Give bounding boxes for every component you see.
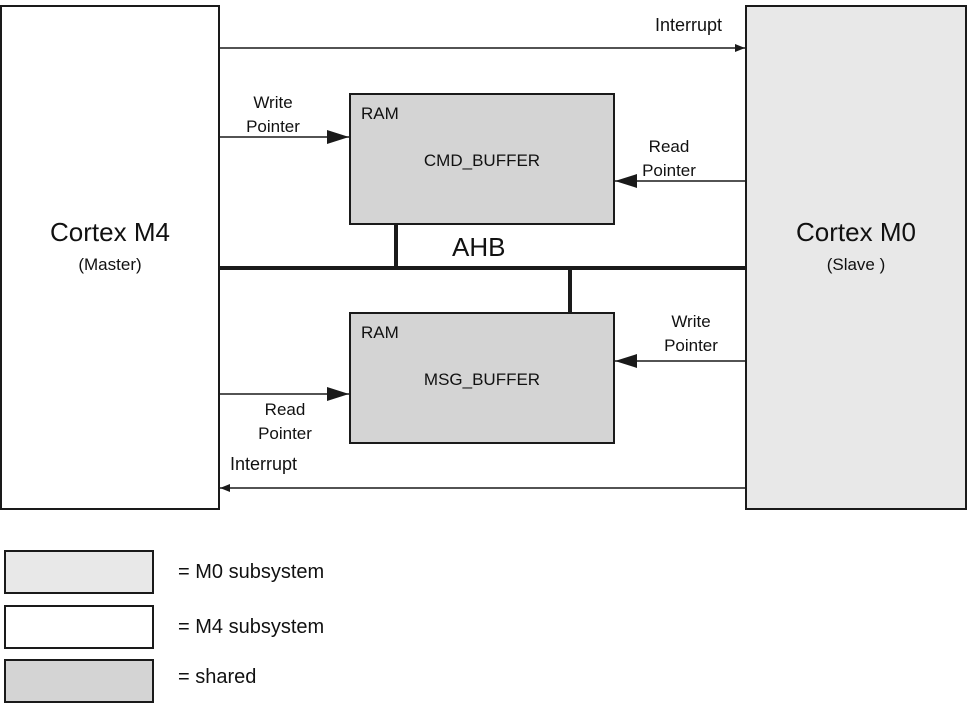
m0-write-pointer-label-1: Write xyxy=(671,312,711,331)
cortex-m4-role: (Master) xyxy=(78,255,142,274)
interrupt-top-label: Interrupt xyxy=(655,15,723,35)
msg-buffer-name: MSG_BUFFER xyxy=(423,370,541,389)
interrupt-bottom-label: Interrupt xyxy=(230,454,298,474)
msg-buffer-block xyxy=(349,312,615,444)
ahb-label: AHB xyxy=(452,232,506,262)
m4-read-pointer-label-1: Read xyxy=(264,400,306,419)
msg-buffer-ram-tag: RAM xyxy=(361,323,399,342)
cortex-m4-block xyxy=(0,5,220,510)
cortex-m0-block xyxy=(745,5,967,510)
m4-read-pointer-label-2: Pointer xyxy=(258,424,312,443)
cmd-buffer-block xyxy=(349,93,615,225)
cortex-m0-role: (Slave ) xyxy=(826,255,886,274)
cortex-m0-title: Cortex M0 xyxy=(796,217,916,247)
legend-label-m0: = M0 subsystem xyxy=(178,561,325,583)
legend-swatch-shared xyxy=(4,659,154,703)
m0-write-pointer-label-2: Pointer xyxy=(664,336,718,355)
cmd-buffer-name: CMD_BUFFER xyxy=(423,151,541,170)
cortex-m4-title: Cortex M4 xyxy=(50,217,170,247)
m4-write-pointer-label-2: Pointer xyxy=(246,117,300,136)
m0-read-pointer-label-1: Read xyxy=(648,137,690,156)
legend-swatch-m0 xyxy=(4,550,154,594)
legend-swatch-m4 xyxy=(4,605,154,649)
legend-label-shared: = shared xyxy=(178,666,257,688)
cmd-buffer-ram-tag: RAM xyxy=(361,104,399,123)
legend-label-m4: = M4 subsystem xyxy=(178,616,325,638)
m4-write-pointer-label-1: Write xyxy=(253,93,293,112)
m0-read-pointer-label-2: Pointer xyxy=(642,161,696,180)
